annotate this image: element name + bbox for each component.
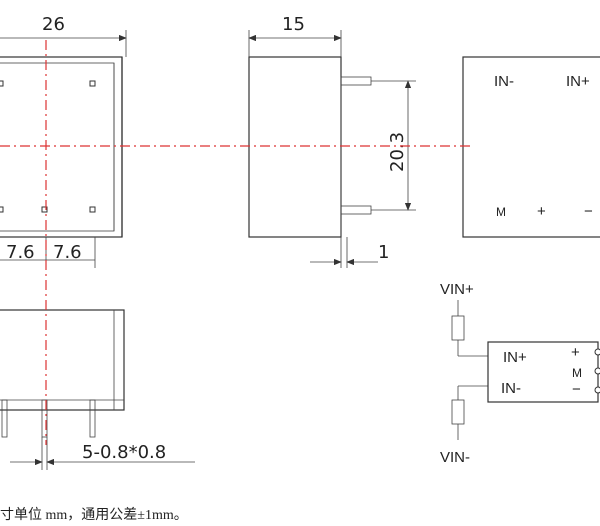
front-pin-bottom-mid (41, 206, 48, 213)
resistor-bottom (451, 399, 465, 425)
circuit-out-m: M (572, 366, 582, 380)
circuit-in-minus: IN- (501, 380, 521, 397)
front-view-inner-body (0, 62, 115, 232)
resistor-top (451, 315, 465, 341)
depth-dim-label: 15 (282, 14, 305, 35)
front-pin-bottom-right (89, 206, 96, 213)
bottom-pin-1 (1, 399, 8, 438)
pin-offset-dim-label: 1 (378, 242, 389, 263)
footer-note: 寸单位 mm，通用公差±1mm。 (0, 507, 188, 523)
front-pin-bottom-left (0, 206, 4, 213)
circuit-vin-minus: VIN- (440, 449, 470, 466)
pitch-dim-label-1: 7.6 (6, 242, 35, 263)
pitch-dim-label-2: 7.6 (53, 242, 82, 263)
circuit-out-minus: − (572, 381, 581, 398)
bottom-view-body (0, 309, 125, 411)
circuit-vin-plus: VIN+ (440, 281, 474, 298)
out-terminal-1 (594, 348, 600, 356)
wiring-circuit: VIN+ VIN- IN+ IN- + M − (440, 281, 600, 466)
bottom-view: 5-0.8*0.8 (0, 309, 195, 470)
pin-label-m: M (496, 205, 506, 219)
bottom-pin-3 (89, 399, 96, 438)
pin-label-view: IN- IN+ M + − (462, 56, 600, 238)
pin-dim-label: 5-0.8*0.8 (82, 442, 166, 463)
out-terminal-2 (594, 367, 600, 375)
side-pin-top (340, 76, 372, 86)
pin-label-minus: − (584, 203, 593, 220)
side-pin-bottom (340, 205, 372, 215)
front-pin-top-left (0, 80, 4, 87)
pin-label-in-plus: IN+ (566, 73, 590, 90)
out-terminal-3 (594, 386, 600, 394)
pin-label-in-minus: IN- (494, 73, 514, 90)
bottom-pin-2 (41, 399, 48, 438)
circuit-in-plus: IN+ (503, 349, 527, 366)
side-view: 15 20.3 1 (248, 14, 416, 268)
width-dim-label: 26 (42, 14, 65, 35)
height-dim-label: 20.3 (387, 132, 408, 172)
side-view-body (248, 56, 342, 238)
front-view-outer-body (0, 56, 123, 238)
circuit-out-plus: + (571, 344, 580, 361)
front-pin-top-right (89, 80, 96, 87)
pin-label-body (462, 56, 600, 238)
front-view: 26 7.6 7.6 (0, 14, 127, 268)
pin-label-plus: + (537, 203, 546, 220)
